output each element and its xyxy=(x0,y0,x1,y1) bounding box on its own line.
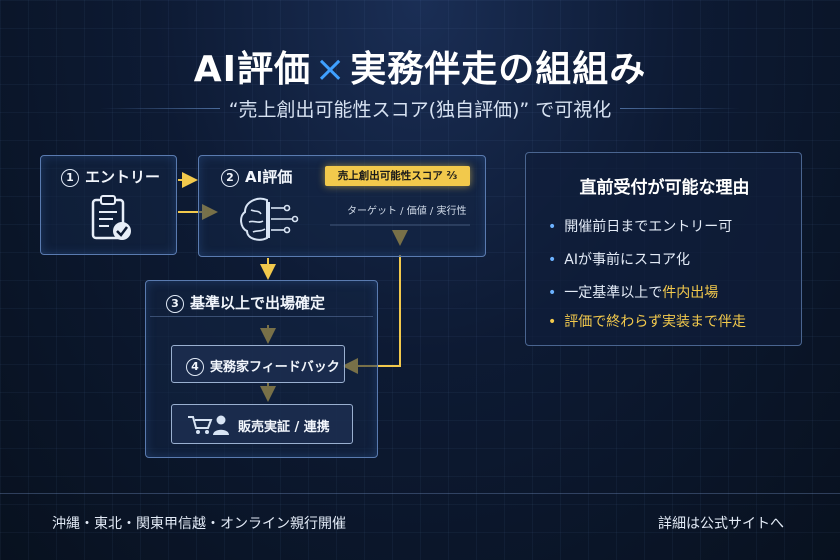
reason-highlight: 件内出場 xyxy=(662,285,719,301)
title-right: 実務伴走の組組み xyxy=(350,49,647,90)
step-2-title: 2 AI評価 xyxy=(221,166,292,187)
step-3-number: 3 xyxy=(166,295,184,313)
cart-person-icon xyxy=(188,415,229,435)
subtitle-line-left xyxy=(100,108,220,109)
score-badge-text: 売上創出可能性スコア xyxy=(337,170,443,182)
step-3-label: 基準以上で出場確定 xyxy=(190,294,326,312)
clipboard-check-icon xyxy=(91,195,131,240)
step-1-number: 1 xyxy=(61,169,79,187)
reason-item: •AIが事前にスコア化 xyxy=(548,252,690,268)
score-details: ターゲット / 価値 / 実行性 xyxy=(347,206,467,217)
score-badge: 売上創出可能性スコア ⅔ xyxy=(325,166,470,186)
step-3-title: 3 基準以上で出場確定 xyxy=(166,292,325,313)
step-2-number: 2 xyxy=(221,169,239,187)
step-5-label: 販売実証 / 連携 xyxy=(238,420,330,435)
subtitle-line-right xyxy=(620,108,740,109)
footer-divider xyxy=(0,493,840,494)
step-3-divider xyxy=(150,316,373,317)
step-1-box: 1 エントリー xyxy=(40,155,177,255)
footer-link[interactable]: 詳細は公式サイトへ xyxy=(658,516,784,532)
step-4-label: 実務家フィードバック xyxy=(210,360,340,375)
title-left: AI評価 xyxy=(193,49,312,90)
step-4-box: 4 実務家フィードバック xyxy=(171,345,345,383)
title-cross: × xyxy=(315,49,347,90)
score-badge-suffix: ⅔ xyxy=(446,170,458,182)
reasons-title: 直前受付が可能な理由 xyxy=(579,178,750,198)
step-2-label: AI評価 xyxy=(245,168,293,186)
reason-item: •評価で終わらず実装まで伴走 xyxy=(548,314,746,330)
reasons-panel: 直前受付が可能な理由 •開催前日までエントリー可 •AIが事前にスコア化 •一定… xyxy=(525,152,802,346)
step-4-number: 4 xyxy=(186,358,204,376)
page-title: AI評価×実務伴走の組組み xyxy=(0,40,840,92)
step-1-label: エントリー xyxy=(85,168,161,186)
page-subtitle: “売上創出可能性スコア(独自評価)” で可視化 xyxy=(228,99,612,121)
step-1-title: 1 エントリー xyxy=(61,166,160,187)
reason-item: •開催前日までエントリー可 xyxy=(548,219,733,235)
reason-item: •一定基準以上で件内出場 xyxy=(548,285,719,301)
footer-venues: 沖縄・東北・関東甲信越・オンライン親行開催 xyxy=(52,516,346,532)
brain-circuit-icon xyxy=(240,197,299,241)
step-5-box: 販売実証 / 連携 xyxy=(171,404,353,444)
